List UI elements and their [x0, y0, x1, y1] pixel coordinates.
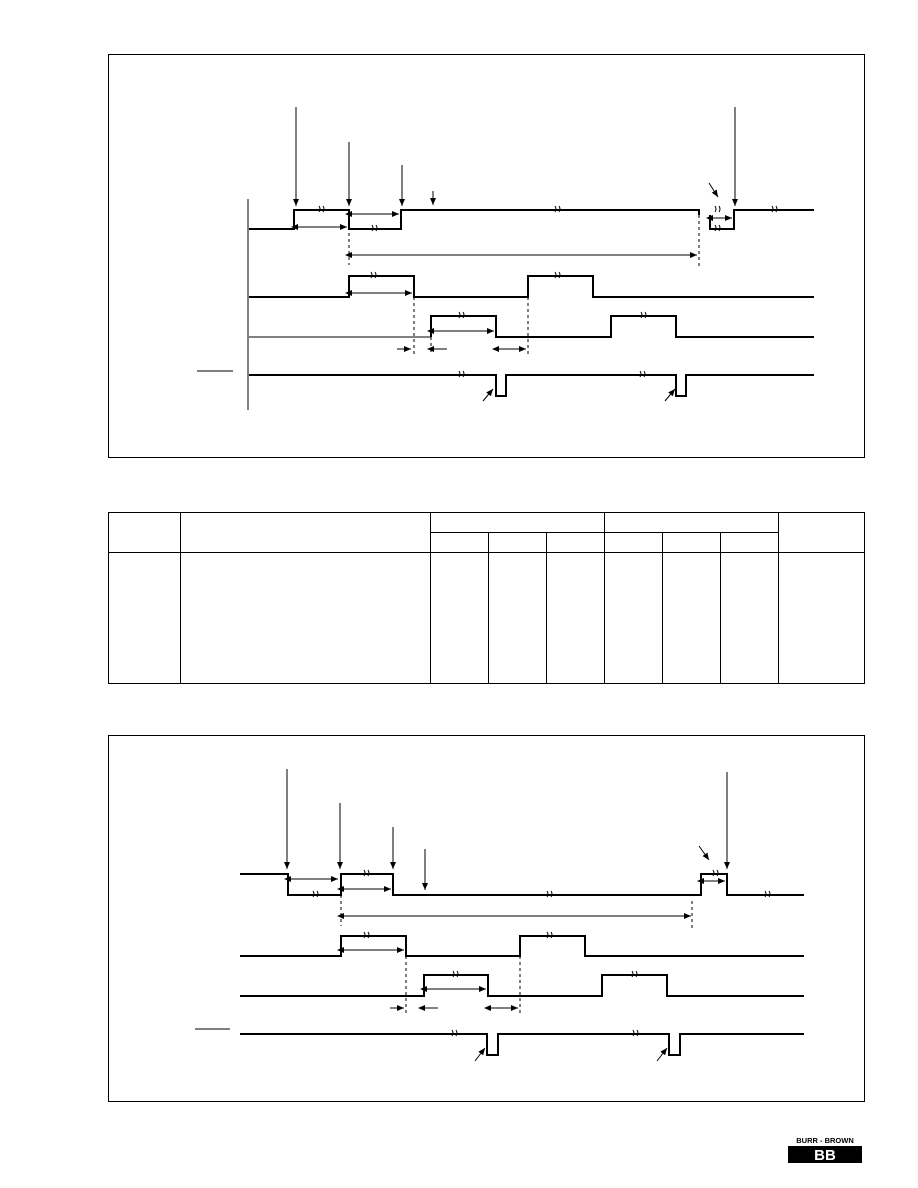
table-header-group-2: [604, 511, 780, 534]
signal-trace-3-pulses: [430, 315, 814, 338]
signal-trace-2: [240, 935, 804, 957]
table-header-cell: [488, 532, 547, 554]
break-marks: [312, 869, 771, 1037]
table-cell: [108, 552, 181, 684]
table-header-cell: [180, 511, 431, 554]
burr-brown-logo-svg: BURR - BROWN BB: [788, 1136, 862, 1164]
spec-table: [108, 511, 866, 684]
table-row: [108, 552, 866, 684]
table-cell: [662, 552, 722, 684]
signal-trace-1-tail: [709, 209, 814, 230]
table-header-cell: [778, 511, 866, 554]
signal-trace-4: [249, 374, 814, 397]
table-cell: [488, 552, 547, 684]
pulse-arrow-1: [482, 388, 494, 402]
table-cell: [430, 552, 489, 684]
signal-trace-1: [249, 209, 700, 230]
table-cell: [778, 552, 866, 684]
logo-wordmark: BURR - BROWN: [796, 1136, 854, 1145]
table-header-group-1: [429, 511, 606, 534]
table-header-cell: [108, 511, 181, 554]
timing-diagram-1-svg: [197, 107, 814, 410]
timing-diagram-2-svg: [195, 769, 804, 1062]
table-header-cell: [430, 532, 489, 554]
table-header-cell: [545, 532, 606, 554]
table-cell: [180, 552, 431, 684]
table-cell: [604, 552, 664, 684]
signal-trace-2: [249, 275, 814, 298]
table-cell: [720, 552, 780, 684]
pulse-arrow-2: [664, 388, 676, 402]
pulse-arrow-2: [656, 1047, 668, 1062]
table-cell: [545, 552, 606, 684]
break-marks: [318, 205, 778, 378]
timing-diagram-figure-2: [108, 735, 865, 1102]
burr-brown-logo: BURR - BROWN BB: [785, 1136, 865, 1164]
table-header-cell: [662, 532, 722, 554]
table-header-cell: [720, 532, 780, 554]
table-header-cell: [604, 532, 664, 554]
logo-mark: BB: [814, 1147, 836, 1164]
signal-trace-3: [240, 974, 804, 997]
signal-trace-4: [240, 1033, 804, 1056]
pointer-arrow-6: [698, 845, 710, 861]
pulse-arrow-1: [474, 1047, 486, 1062]
signal-trace-1: [240, 873, 804, 896]
pointer-arrow-6: [708, 182, 719, 198]
timing-diagram-figure-1: [108, 54, 865, 458]
